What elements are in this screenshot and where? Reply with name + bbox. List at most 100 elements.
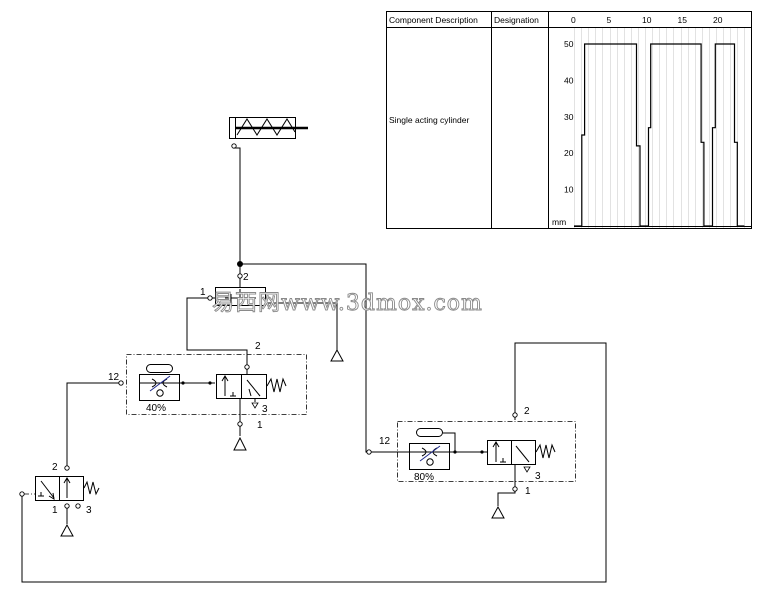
- valve-b-box-right: [511, 440, 536, 465]
- header-designation: Designation: [494, 15, 539, 25]
- time-delay-valve-a: 2 12 3 40%: [108, 341, 307, 415]
- valve-a-exhaust-label: 3: [262, 404, 268, 415]
- manual-valve: 2 1 3: [19, 462, 100, 516]
- timer-a-enclosure: [126, 354, 307, 415]
- manual-arrow: [63, 477, 71, 484]
- timer-b-node: [480, 450, 484, 454]
- valve-b-out-port: [512, 412, 518, 418]
- supply-manual-triangle: [60, 523, 74, 537]
- exhaust-triangle: [330, 348, 344, 362]
- time-tick-label: 10: [642, 15, 652, 25]
- y-tick-label: 10: [564, 185, 574, 195]
- valve-b-in-port: [512, 486, 518, 492]
- y-tick-label: 30: [564, 112, 574, 122]
- timer-b-percent: 80%: [414, 472, 434, 483]
- timer-b-reservoir: [416, 428, 443, 437]
- timer-b-check: [426, 458, 434, 466]
- timer-a-check: [156, 389, 164, 397]
- valve-a-block: [230, 392, 236, 397]
- shuttle-seat: [230, 294, 250, 304]
- valve-b-pilot-label: 12: [379, 436, 391, 447]
- chart-grid: [574, 28, 745, 228]
- valve-a-pilot-port: [118, 380, 124, 386]
- manual-out-label: 2: [52, 462, 58, 473]
- timer-a-node: [181, 381, 185, 385]
- manual-spring: [83, 480, 100, 496]
- row-description: Single acting cylinder: [389, 115, 469, 125]
- shuttle-in-port: [207, 295, 213, 301]
- valve-a-in-port: [237, 421, 243, 427]
- displacement-line: [574, 43, 745, 227]
- timer-b-adjust-arrow: [419, 445, 441, 462]
- time-delay-valve-b: 2 12 3 80%: [366, 406, 576, 483]
- valve-a-in-label: 1: [257, 420, 263, 431]
- y-tick-labels: 50 40 30 20 10: [564, 39, 574, 195]
- time-tick-label: 20: [713, 15, 723, 25]
- shuttle-out-port: [237, 273, 243, 279]
- manual-exhaust-label: 3: [86, 505, 92, 516]
- valve-b-exhaust-symbol: [523, 466, 531, 473]
- timer-a-reservoir: [146, 364, 173, 373]
- valve-b-box-left: [487, 440, 512, 465]
- time-tick-label: 0: [571, 15, 576, 25]
- displacement-series: [574, 43, 745, 227]
- cylinder-spring: [236, 118, 296, 136]
- valve-b-arrow: [492, 441, 500, 448]
- manual-in-label: 1: [52, 505, 58, 516]
- table-frame: [386, 11, 752, 229]
- supply-line-b: [497, 464, 516, 506]
- header-description: Component Description: [389, 15, 478, 25]
- valve-b-out-label: 2: [524, 406, 530, 417]
- manual-flow: [40, 480, 55, 499]
- manual-block: [38, 492, 44, 497]
- line-cylinder: [234, 147, 241, 264]
- displacement-table: Component Description Designation Single…: [386, 11, 752, 229]
- valve-b-spring: [535, 443, 556, 459]
- timer-a-node: [208, 381, 212, 385]
- valve-a-exhaust-symbol: [251, 402, 259, 409]
- valve-b-pilot-port: [366, 449, 372, 455]
- manual-arrow: [48, 492, 55, 500]
- valve-b-exhaust-label: 3: [535, 471, 541, 482]
- valve-b-block: [500, 458, 506, 463]
- y-tick-label: 50: [564, 39, 574, 49]
- manual-out-port: [64, 465, 70, 471]
- manual-box-left: [35, 476, 60, 501]
- line-shuttle-exhaust: [265, 302, 338, 350]
- valve-a-box-right: [241, 374, 267, 399]
- y-tick-label: 40: [564, 75, 574, 85]
- valve-a-out-label: 2: [255, 341, 261, 352]
- watermark: 易西网www.3dmox.com: [212, 291, 483, 316]
- line-loop: [21, 342, 607, 583]
- line-pilot-a: [66, 382, 121, 470]
- supply-b-triangle: [491, 505, 505, 519]
- timer-a-percent: 40%: [146, 403, 166, 414]
- valve-b-in-label: 1: [525, 486, 531, 497]
- time-tick-label: 15: [678, 15, 688, 25]
- valve-b-flow: [515, 445, 530, 463]
- time-tick-label: 5: [607, 15, 612, 25]
- timer-a-adjust-arrow: [149, 375, 171, 392]
- time-tick-labels: 0 5 10 15 20: [571, 15, 723, 25]
- valve-a-flow: [246, 379, 261, 397]
- shuttle-out-label: 2: [243, 272, 249, 283]
- valve-a-spring: [266, 377, 287, 393]
- manual-actuator-port: [19, 491, 25, 497]
- line-shuttle-a: [186, 297, 248, 376]
- manual-exhaust-port: [75, 503, 81, 509]
- valve-a-exhaust-path: [248, 388, 256, 402]
- y-tick-label: 20: [564, 148, 574, 158]
- valve-a-out-port: [244, 364, 250, 370]
- valve-a-box-left: [216, 374, 242, 399]
- timer-b-node: [453, 450, 457, 454]
- valve-a-arrow: [221, 375, 229, 382]
- air-lines: [21, 147, 607, 583]
- valve-a-pilot-label: 12: [108, 372, 120, 383]
- timer-b-enclosure: [397, 421, 576, 482]
- manual-box-right: [59, 476, 84, 501]
- supply-a-triangle: [233, 436, 247, 451]
- shuttle-valve: 2 1: [200, 272, 266, 306]
- y-unit-label: mm: [552, 217, 566, 227]
- single-acting-cylinder: [229, 117, 308, 149]
